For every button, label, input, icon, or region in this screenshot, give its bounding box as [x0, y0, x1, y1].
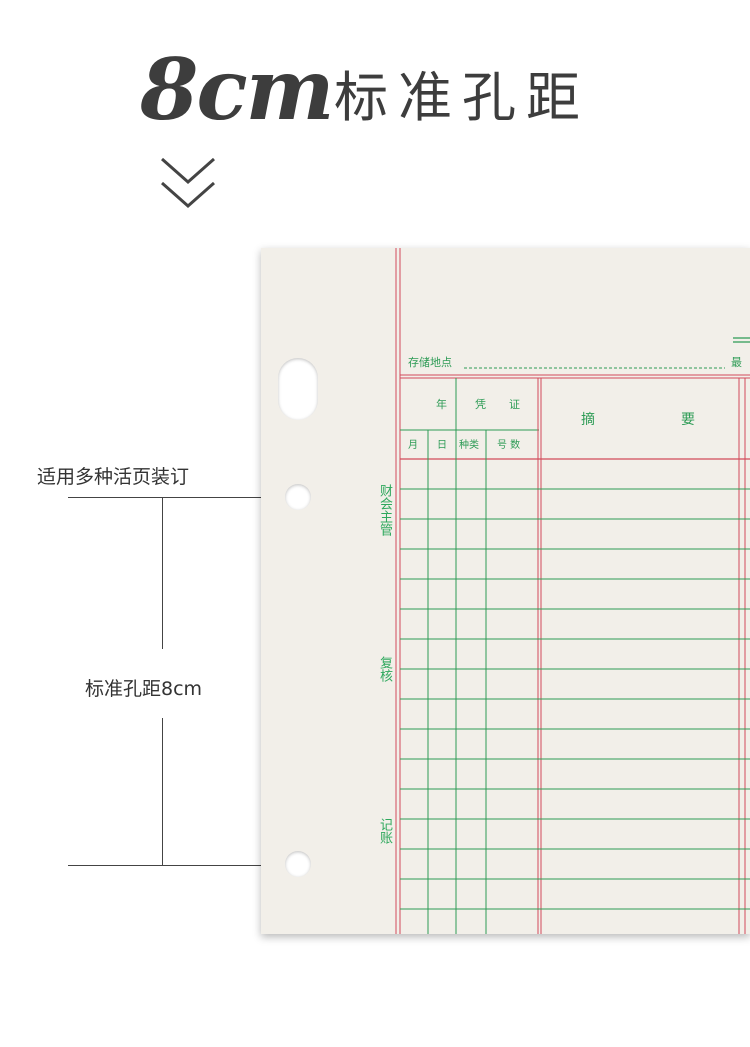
side-label-review: 复核 — [377, 656, 392, 682]
bottom-guide-line — [68, 865, 273, 866]
header-number: 号 数 — [497, 438, 520, 451]
header-summary-2: 要 — [681, 412, 695, 428]
side-label-manager: 财会主管 — [377, 484, 392, 536]
binding-hole-top — [285, 484, 311, 510]
ledger-grid: 存储地点 最 年 凭 证 月 日 种类 号 数 摘 要 — [395, 248, 750, 934]
headline-text: 标准孔距 — [334, 66, 590, 129]
headline-size: 8cm — [140, 40, 334, 139]
binding-hole-bottom — [285, 851, 311, 877]
header-voucher-2: 证 — [509, 398, 520, 411]
headline: 8cm 标准孔距 — [0, 0, 750, 150]
chevron-down-icon — [161, 157, 215, 209]
storage-label: 存储地点 — [408, 355, 452, 369]
header-day: 日 — [437, 440, 447, 451]
top-guide-line — [68, 497, 273, 498]
binding-hole-slot — [278, 358, 318, 420]
header-month: 月 — [408, 439, 418, 451]
side-label-bookkeeping: 记账 — [377, 818, 392, 844]
ledger-sheet: 存储地点 最 年 凭 证 月 日 种类 号 数 摘 要 财会主管 复核 记账 — [261, 248, 750, 934]
dimension-line-upper — [162, 497, 163, 649]
binding-label: 适用多种活页装订 — [37, 466, 190, 488]
spacing-label: 标准孔距8cm — [85, 678, 203, 700]
header-summary-1: 摘 — [581, 411, 595, 428]
header-year: 年 — [436, 397, 447, 411]
corner-text: 最 — [731, 356, 742, 369]
dimension-line-lower — [162, 718, 163, 865]
header-type: 种类 — [459, 438, 479, 451]
header-voucher: 凭 — [475, 397, 486, 411]
